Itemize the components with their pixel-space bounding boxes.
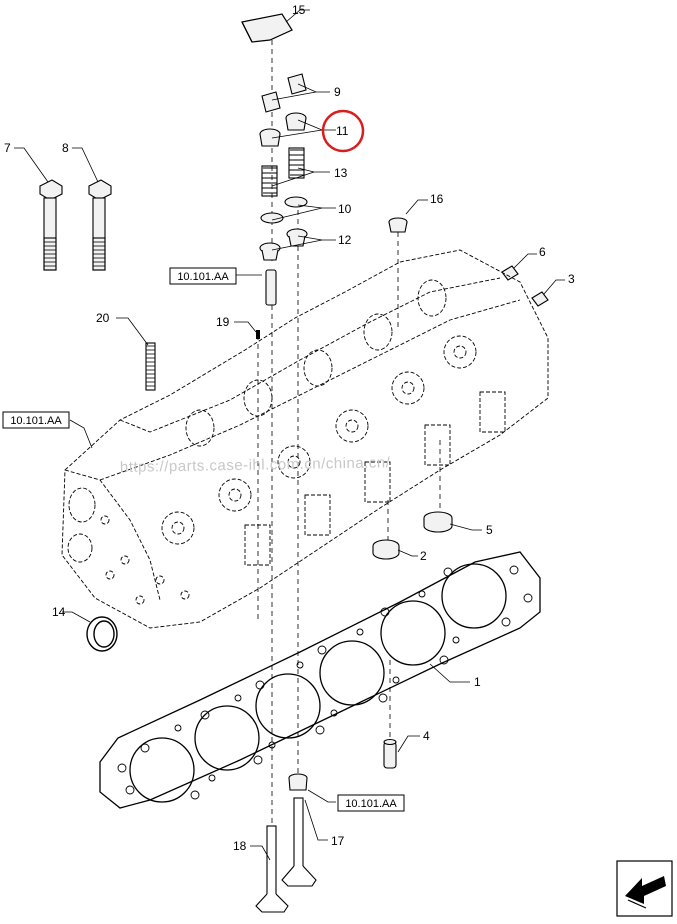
watermark-text: https://parts.case-ihl.com.cn/china.cn/ [120, 454, 391, 476]
reference-label: 10.101.AA [10, 415, 62, 427]
callout-7[interactable]: 7 [4, 141, 11, 155]
callout-2[interactable]: 2 [420, 549, 427, 563]
plug-3 [531, 291, 549, 307]
valve-seat-insert [288, 773, 308, 791]
arrow-back-icon[interactable] [616, 860, 673, 917]
plug-6 [501, 265, 519, 281]
cylinder-head-bolt-7 [39, 179, 63, 271]
reference-box-3[interactable]: 10.101.AA [337, 794, 405, 812]
cylinder-head [61, 249, 549, 629]
callout-14[interactable]: 14 [52, 605, 66, 619]
callout-1[interactable]: 1 [474, 675, 481, 689]
rocker-bridge [241, 13, 293, 43]
callout-6[interactable]: 6 [539, 245, 546, 259]
callout-3[interactable]: 3 [568, 272, 575, 286]
cylinder-head-gasket [99, 551, 541, 809]
callout-labels: 15 9 11 13 10 12 16 6 3 7 8 20 19 2 5 14… [4, 3, 575, 853]
spring-seats [260, 196, 308, 224]
reference-box-1[interactable]: 10.101.AA [169, 267, 237, 285]
callout-9[interactable]: 9 [334, 85, 341, 99]
valve-17 [281, 797, 317, 887]
head-ports [100, 335, 506, 605]
callout-15[interactable]: 15 [292, 3, 306, 17]
highlight-ring [321, 109, 365, 153]
dowel-pin-4 [383, 738, 397, 769]
callout-10[interactable]: 10 [338, 202, 352, 216]
core-plug-2 [372, 539, 400, 560]
alignment-lines [257, 40, 441, 830]
callout-12[interactable]: 12 [338, 233, 352, 247]
callout-8[interactable]: 8 [62, 141, 69, 155]
camshaft-bores [67, 279, 447, 563]
valve-springs [261, 147, 305, 197]
reference-box-2[interactable]: 10.101.AA [2, 411, 70, 429]
pin-19 [256, 330, 260, 339]
callout-13[interactable]: 13 [334, 166, 348, 180]
valve-18 [255, 825, 289, 913]
callout-19[interactable]: 19 [216, 315, 230, 329]
callout-18[interactable]: 18 [233, 839, 247, 853]
callout-17[interactable]: 17 [331, 834, 345, 848]
callout-11[interactable]: 11 [336, 124, 349, 138]
callout-16[interactable]: 16 [430, 192, 444, 206]
callout-4[interactable]: 4 [423, 729, 430, 743]
cylinder-head-bolt-8 [88, 179, 112, 271]
valve-guide [265, 269, 277, 306]
spring-retainers [259, 112, 307, 147]
leader-lines [14, 9, 565, 861]
sleeve-16 [388, 217, 408, 233]
callout-20[interactable]: 20 [96, 311, 110, 325]
valve-collets [261, 73, 307, 113]
core-plug-5 [423, 511, 453, 533]
reference-label: 10.101.AA [345, 798, 397, 810]
reference-label: 10.101.AA [177, 271, 229, 283]
stud-20 [145, 342, 156, 391]
callout-5[interactable]: 5 [486, 523, 493, 537]
core-plug-14 [86, 616, 118, 652]
valve-stem-seals [259, 228, 308, 261]
